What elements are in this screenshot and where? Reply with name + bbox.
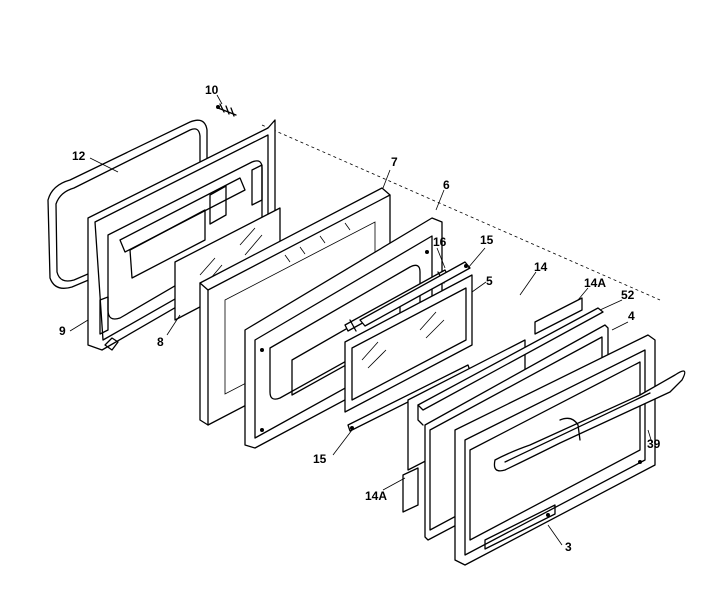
callout-39: 39 xyxy=(647,437,661,451)
callout-3: 3 xyxy=(565,540,572,554)
callout-5: 5 xyxy=(486,274,493,288)
callout-8: 8 xyxy=(157,335,164,349)
callout-7: 7 xyxy=(391,155,398,169)
callout-16: 16 xyxy=(433,235,447,249)
part-5-middle-glass-pack xyxy=(344,274,473,413)
callout-15-lower: 15 xyxy=(313,452,327,466)
callout-15-upper: 15 xyxy=(480,233,494,247)
leader-lines xyxy=(69,94,653,546)
callout-10: 10 xyxy=(205,83,219,97)
part-39-door-handle xyxy=(493,370,686,472)
part-15-upper-bracket xyxy=(359,261,471,327)
part-52-glass-frame xyxy=(417,307,604,426)
callout-9: 9 xyxy=(59,324,66,338)
callout-14: 14 xyxy=(534,260,548,274)
callout-52: 52 xyxy=(621,288,635,302)
callout-14A-upper: 14A xyxy=(584,276,606,290)
assembly-centerline xyxy=(261,124,661,301)
part-14A-glass-gaskets xyxy=(402,297,583,513)
callout-14A-lower: 14A xyxy=(365,489,387,503)
part-10-screw xyxy=(216,103,237,117)
part-3-outer-door-panel xyxy=(454,334,656,566)
callout-6: 6 xyxy=(443,178,450,192)
callout-12: 12 xyxy=(72,149,86,163)
callout-4: 4 xyxy=(628,309,635,323)
